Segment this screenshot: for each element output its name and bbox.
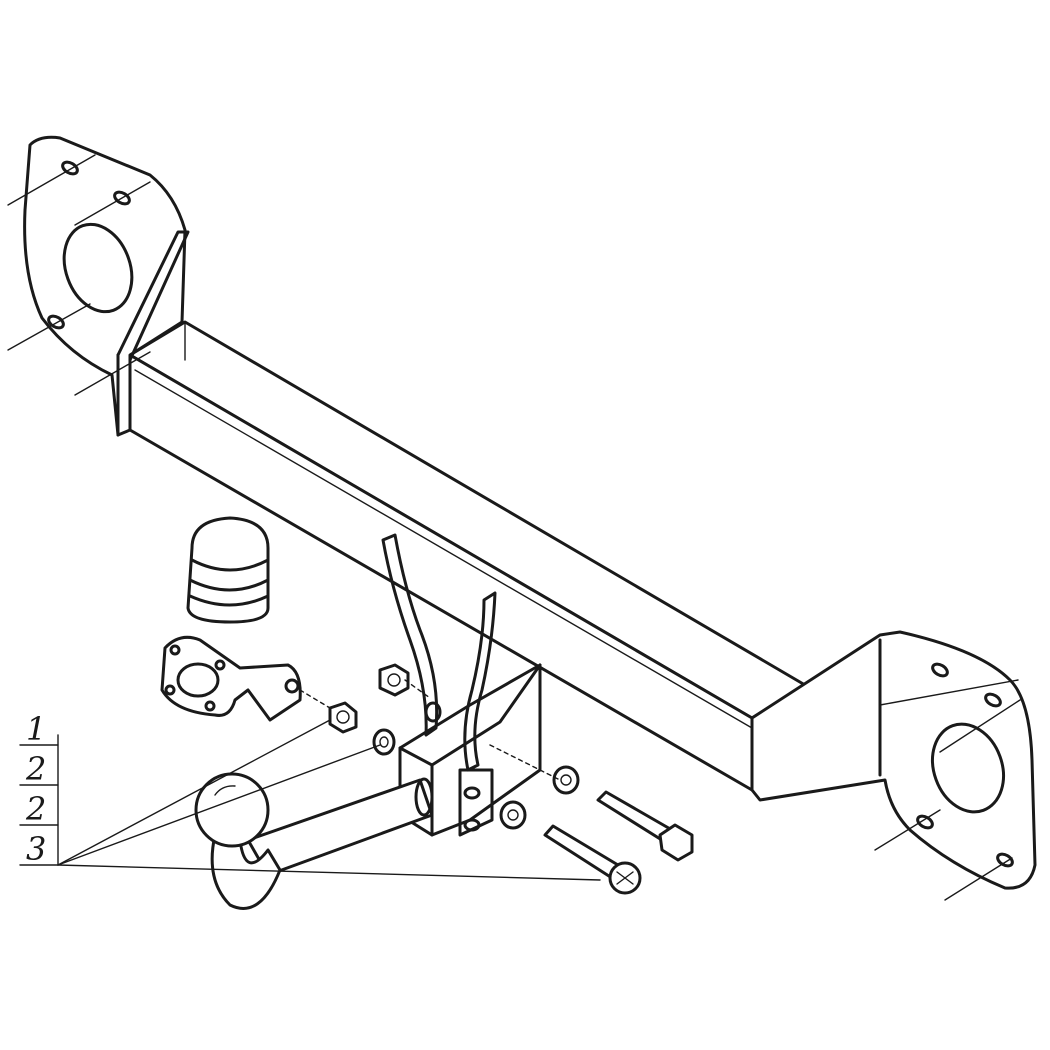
leader-line-2	[57, 744, 381, 866]
callout-label-1: 1	[26, 710, 46, 748]
callout-labels: 1 2 2 3	[19, 710, 601, 881]
tow-ball-arm	[194, 772, 434, 910]
left-mounting-plate	[7, 135, 190, 437]
hardware-parts	[328, 663, 694, 895]
leader-line-1	[57, 719, 331, 866]
ball-cap	[186, 516, 270, 624]
leader-line-3	[57, 864, 601, 881]
center-bracket	[381, 533, 542, 837]
right-mounting-plate	[750, 630, 1037, 901]
callout-label-2a: 2	[25, 750, 46, 788]
callout-label-3: 3	[26, 830, 46, 868]
assembly-axes	[299, 679, 561, 781]
callout-label-2b: 2	[25, 790, 46, 828]
socket-plate	[160, 635, 302, 722]
